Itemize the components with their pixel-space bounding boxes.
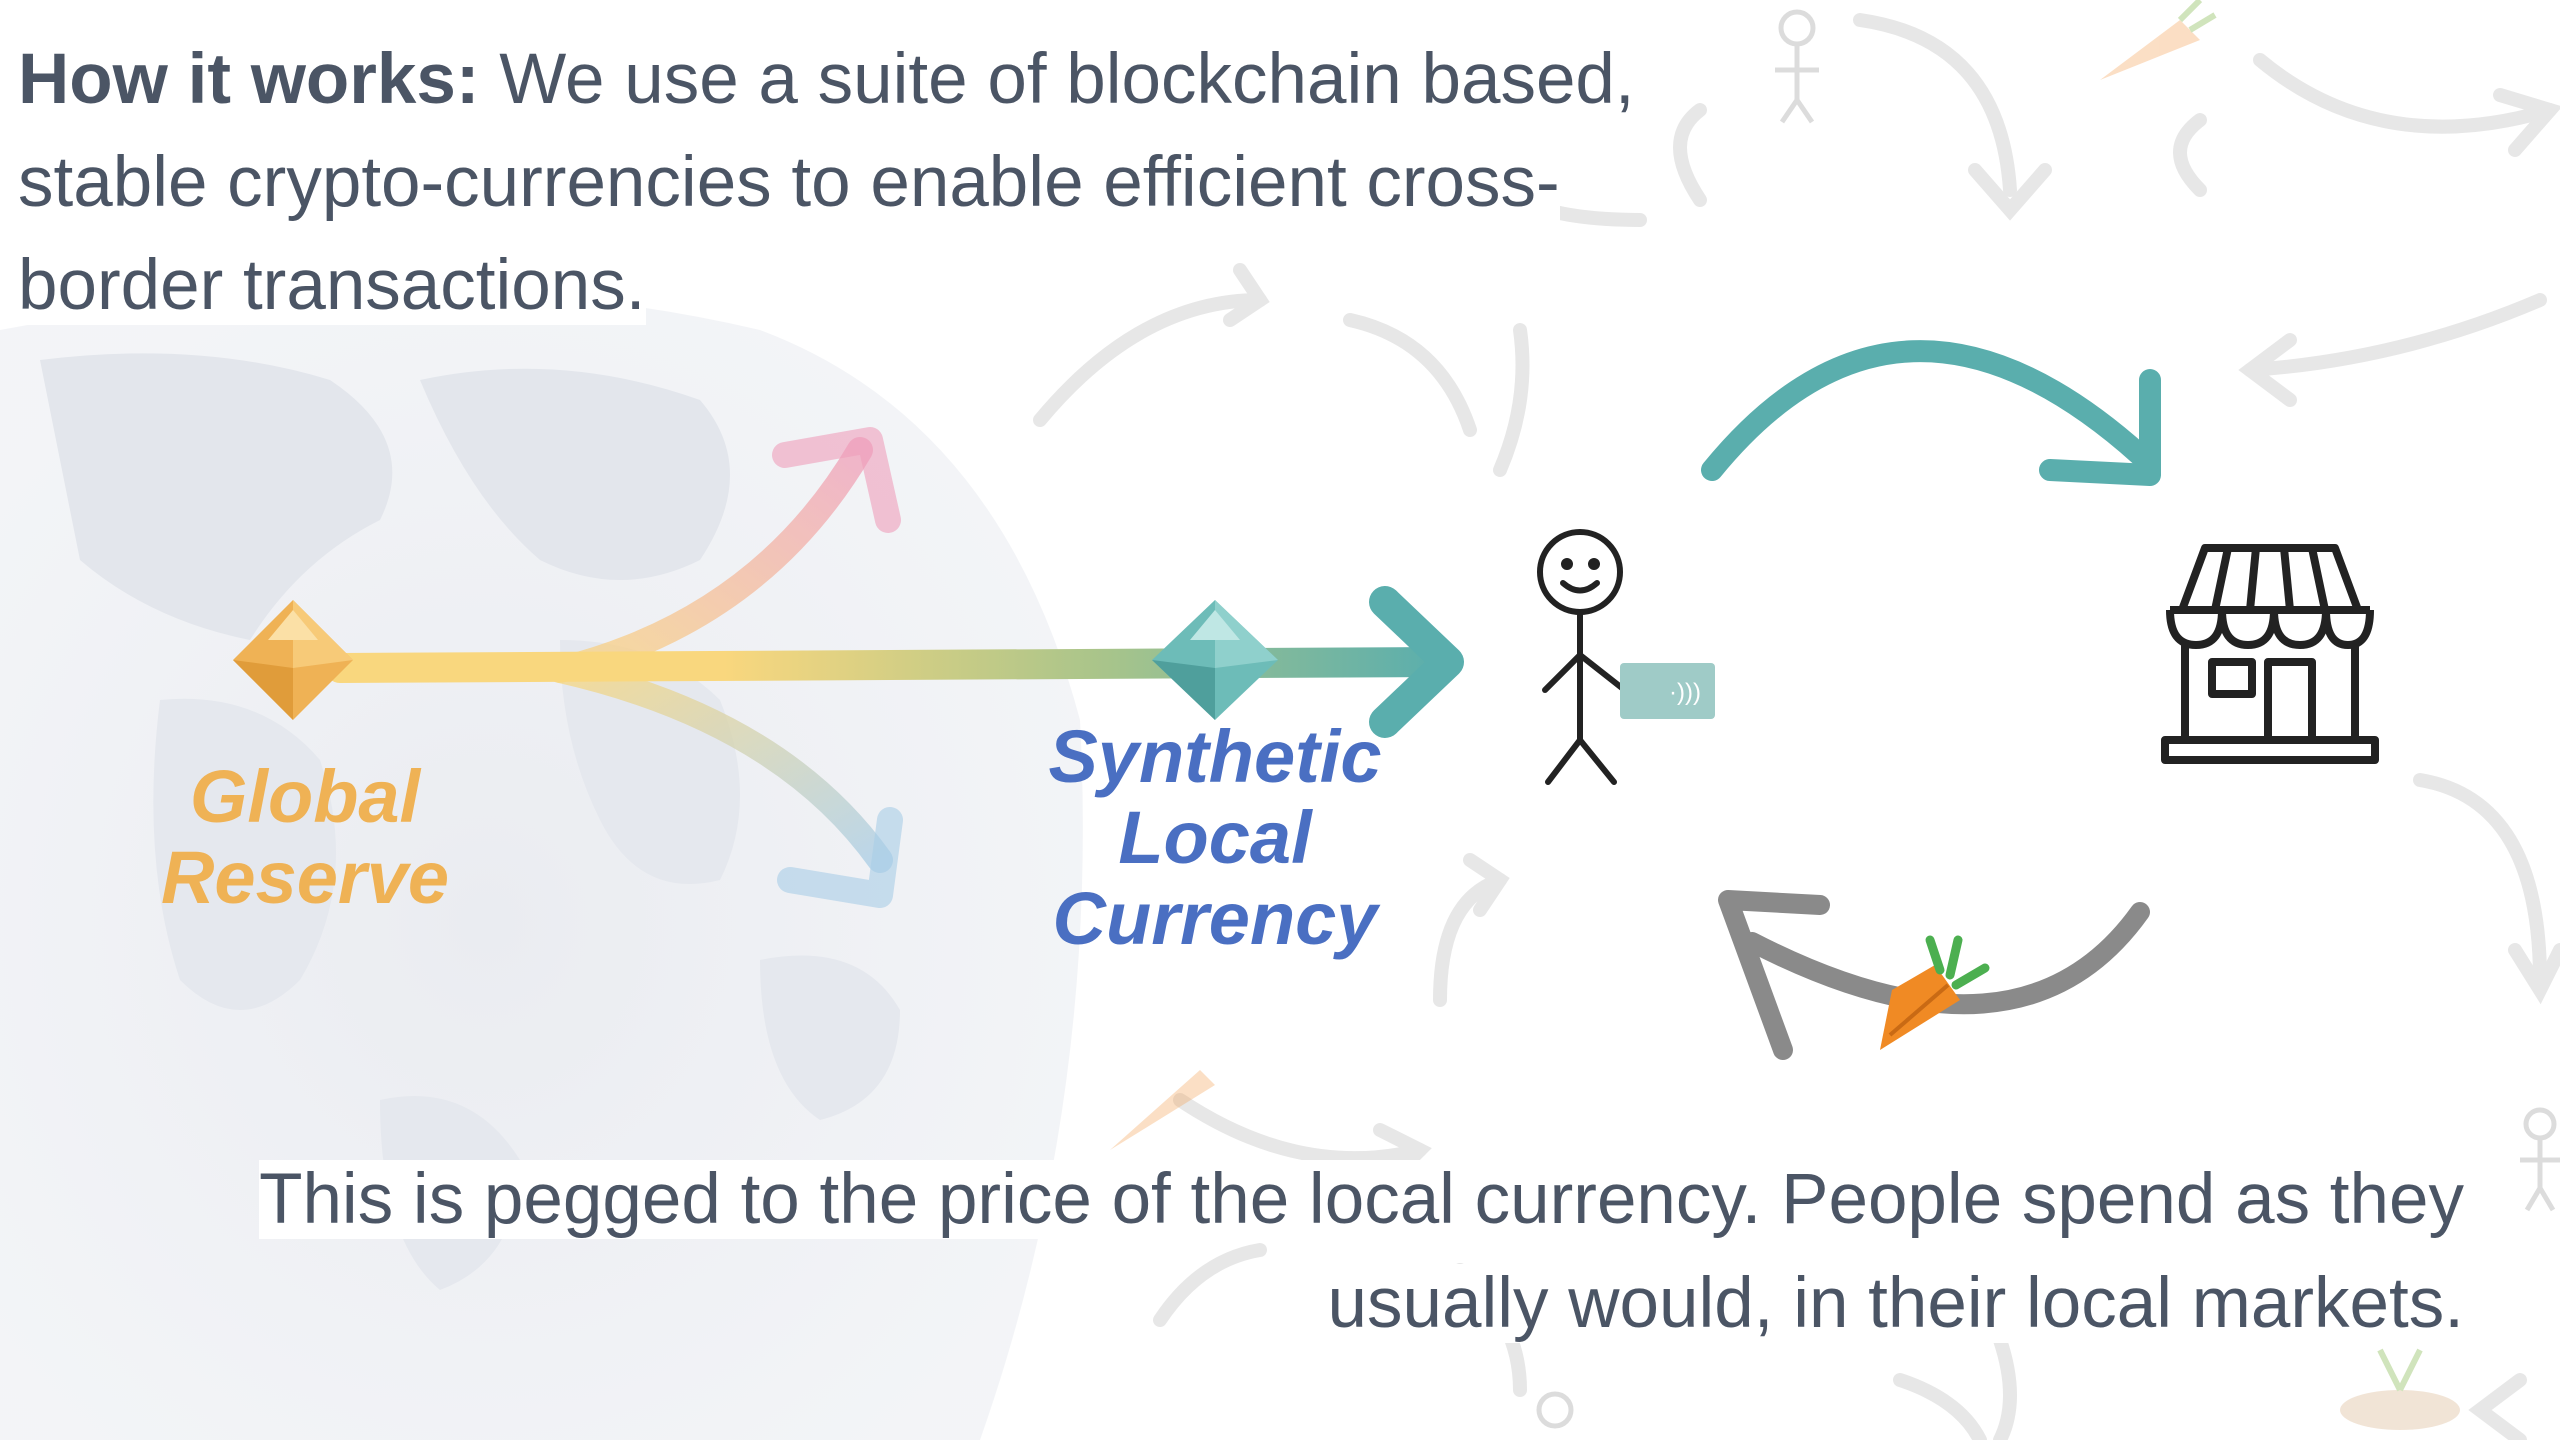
- carrot-icon: [1880, 935, 1990, 1050]
- footer-line-1: This is pegged to the price of the local…: [259, 1160, 2464, 1239]
- intro-lead: How it works:: [18, 40, 480, 119]
- synthetic-local-currency-label: Synthetic Local Currency: [1010, 716, 1420, 959]
- teal-arc-arrowhead: [2039, 369, 2161, 486]
- blue-branch-arrow: [547, 657, 893, 873]
- faint-stick-figures: [1536, 9, 2560, 1429]
- teal-diamond-icon: [1152, 600, 1278, 720]
- intro-line-2: stable crypto-currencies to enable effic…: [18, 143, 1560, 222]
- synthetic-label-line-1: Synthetic: [1048, 715, 1382, 798]
- main-flow-arrow: [325, 647, 1455, 683]
- synthetic-label-line-3: Currency: [1052, 877, 1378, 960]
- synthetic-label-line-2: Local: [1118, 796, 1312, 879]
- store-icon: [2161, 544, 2379, 764]
- gray-arc-arrowhead: [1718, 890, 1830, 1060]
- gray-arc-arrow: [1742, 902, 2150, 1015]
- global-reserve-label: Global Reserve: [110, 756, 500, 918]
- world-map-icon: [0, 290, 1083, 1440]
- gold-diamond-icon: [233, 600, 353, 720]
- global-label-line-1: Global: [189, 755, 421, 838]
- decorative-arrows: [1033, 13, 2560, 1440]
- global-label-line-2: Reserve: [160, 836, 449, 919]
- pink-branch-arrowhead: [772, 427, 901, 533]
- footer-text: This is pegged to the price of the local…: [84, 1148, 2464, 1356]
- pink-branch-arrow: [547, 437, 873, 683]
- teal-arc-arrow: [1701, 340, 2151, 481]
- intro-line-3: border transactions.: [18, 246, 646, 325]
- intro-line-1: We use a suite of blockchain based,: [479, 40, 1635, 119]
- svg-text:·))): ·))): [1669, 679, 1701, 706]
- faint-carrots: [1110, 0, 2460, 1430]
- main-flow-arrowhead: [1369, 586, 1464, 738]
- contactless-card-icon: ·))): [1620, 663, 1715, 719]
- footer-line-2: usually would, in their local markets.: [1327, 1264, 2464, 1343]
- blue-branch-arrowhead: [777, 807, 903, 908]
- stick-figure-icon: [1537, 529, 1625, 785]
- intro-text: How it works: We use a suite of blockcha…: [18, 28, 1718, 337]
